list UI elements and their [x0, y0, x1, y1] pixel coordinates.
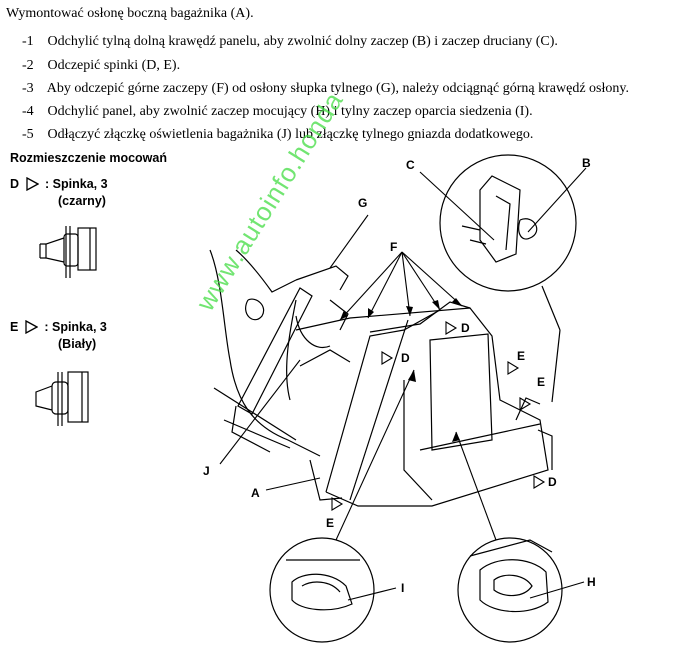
- detail-circle-b-c: [439, 154, 577, 403]
- clip-label: : Spinka, 3: [45, 177, 108, 191]
- clip-label: : Spinka, 3: [44, 320, 107, 334]
- callout-e-2: E: [537, 375, 545, 389]
- step-5: -5 Odłączyć złączkę oświetlenia bagażnik…: [22, 127, 533, 143]
- trunk-side-panel: [209, 249, 553, 507]
- callout-c: C: [406, 158, 415, 172]
- arrowheads: [340, 298, 462, 442]
- step-text: Odczepić spinki (D, E).: [47, 58, 181, 73]
- clip-e-illustration: [35, 371, 89, 426]
- callout-d-2: D: [401, 351, 410, 365]
- callout-i: I: [401, 581, 404, 595]
- clip-legend-d: D : Spinka, 3 (czarny): [10, 177, 108, 208]
- callout-g: G: [358, 196, 367, 210]
- detail-circle-h: [457, 537, 563, 643]
- callout-d-3: D: [548, 475, 557, 489]
- callout-a: A: [251, 486, 260, 500]
- callout-j: J: [203, 464, 210, 478]
- step-text: Aby odczepić górne zaczepy (F) od osłony…: [46, 81, 629, 96]
- step-text: Odchylić panel, aby zwolnić zaczep mocuj…: [47, 104, 533, 119]
- callout-e-1: E: [517, 349, 525, 363]
- step-number: -1: [22, 34, 34, 49]
- clip-legend-e: E : Spinka, 3 (Biały): [10, 320, 107, 351]
- clip-letter: E: [10, 320, 19, 334]
- callout-f: F: [390, 240, 397, 254]
- step-number: -3: [22, 81, 34, 96]
- clip-color: (Biały): [58, 337, 97, 351]
- step-text: Odłączyć złączkę oświetlenia bagażnika (…: [47, 127, 534, 142]
- step-4: -4 Odchylić panel, aby zwolnić zaczep mo…: [22, 104, 533, 120]
- diagram-clip-markers: [331, 321, 546, 511]
- step-1: -1 Odchylić tylną dolną krawędź panelu, …: [22, 34, 558, 50]
- step-number: -4: [22, 104, 34, 119]
- detail-circle-i: [269, 537, 375, 643]
- leader-lines: [219, 167, 587, 601]
- triangle-outline-icon: [26, 177, 40, 191]
- callout-b: B: [582, 156, 591, 170]
- callout-h: H: [587, 575, 596, 589]
- step-text: Odchylić tylną dolną krawędź panelu, aby…: [47, 34, 558, 49]
- step-number: -2: [22, 58, 34, 73]
- locations-heading: Rozmieszczenie mocowań: [10, 151, 167, 165]
- clip-color: (czarny): [58, 194, 106, 208]
- clip-d-illustration: [39, 226, 97, 278]
- triangle-outline-icon: [25, 320, 39, 334]
- clip-letter: D: [10, 177, 20, 191]
- step-2: -2 Odczepić spinki (D, E).: [22, 58, 180, 74]
- callout-e-3: E: [326, 516, 334, 530]
- step-3: -3 Aby odczepić górne zaczepy (F) od osł…: [22, 81, 629, 97]
- step-number: -5: [22, 127, 34, 142]
- intro-text: Wymontować osłonę boczną bagażnika (A).: [6, 6, 254, 21]
- callout-d-1: D: [461, 321, 470, 335]
